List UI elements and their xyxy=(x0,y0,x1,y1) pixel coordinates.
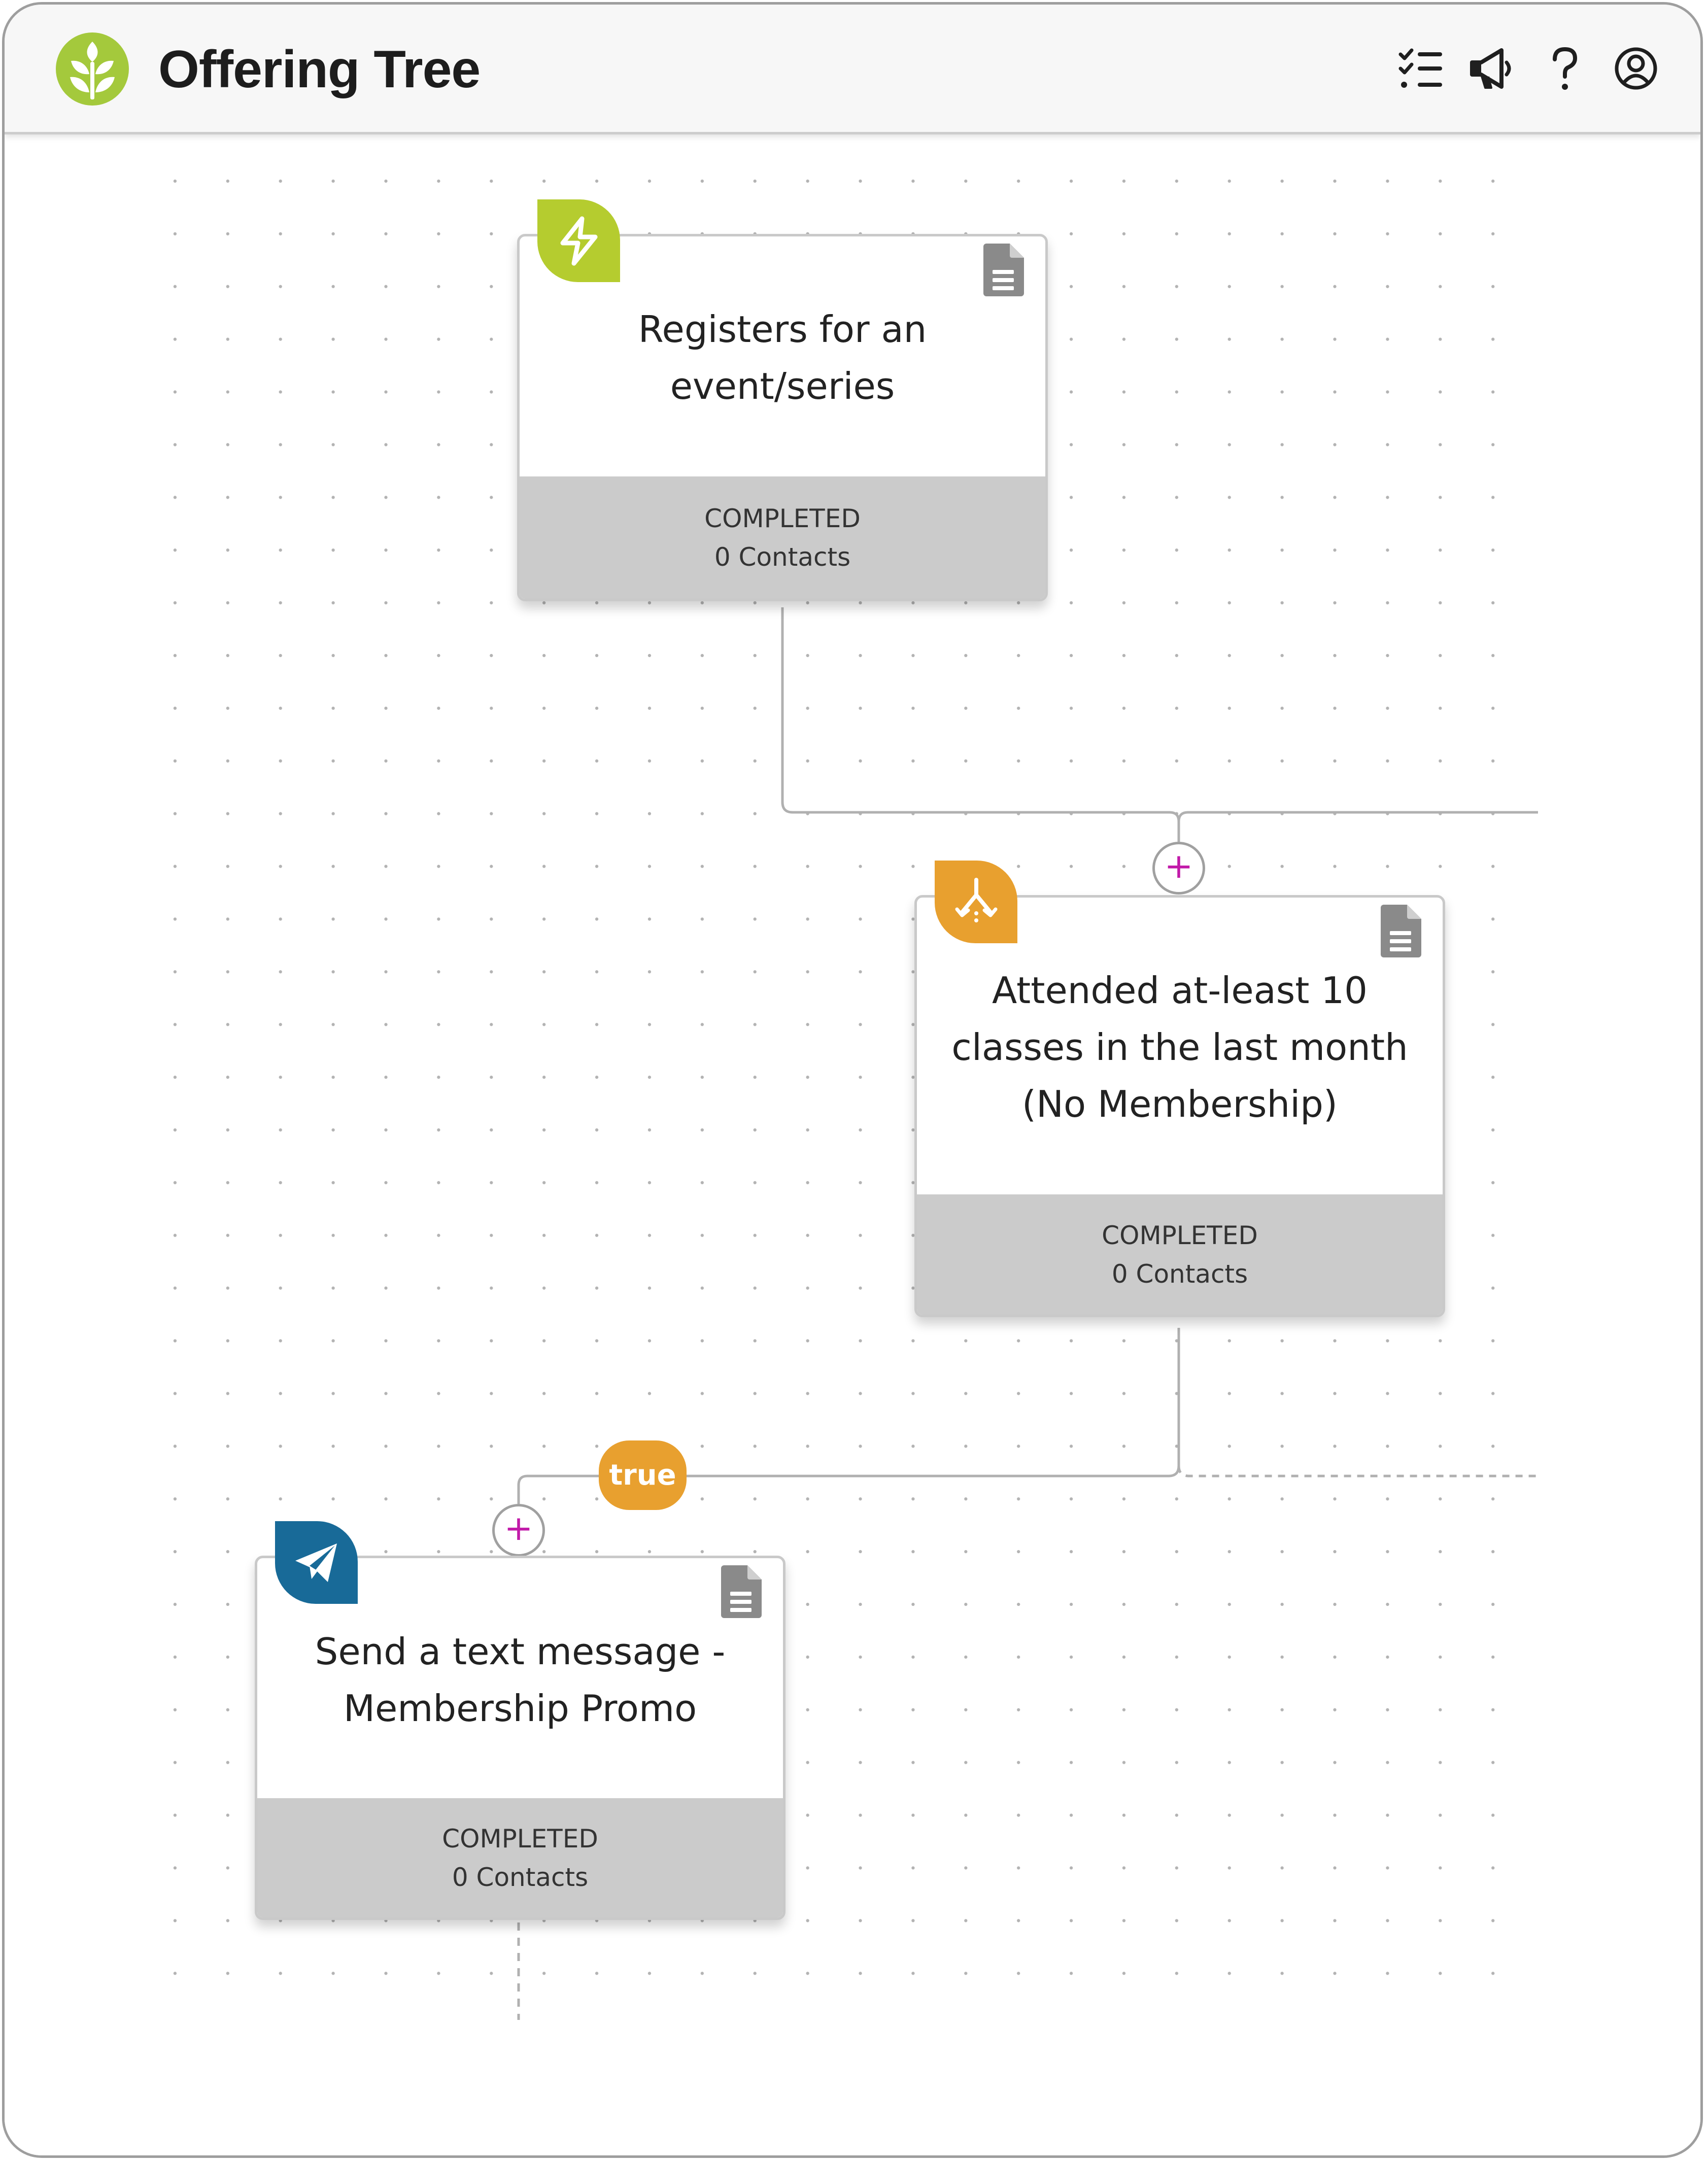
node-body: Send a text message - Membership Promo xyxy=(257,1558,783,1802)
node-footer: COMPLETED 0 Contacts xyxy=(257,1798,783,1917)
plus-icon: + xyxy=(1164,846,1193,886)
trigger-node[interactable]: Registers for an event/series COMPLETED … xyxy=(517,199,1048,601)
action-badge xyxy=(275,1521,358,1604)
add-step-button[interactable]: + xyxy=(492,1504,545,1557)
node-footer: COMPLETED 0 Contacts xyxy=(520,476,1045,599)
node-contact-count: 0 Contacts xyxy=(452,1862,589,1892)
canvas-margin-bottom xyxy=(5,2012,1700,2155)
node-title: Attended at-least 10 classes in the last… xyxy=(951,969,1408,1125)
account-icon[interactable] xyxy=(1612,44,1660,93)
branch-label-true[interactable]: true xyxy=(599,1440,687,1510)
condition-badge xyxy=(935,861,1017,943)
canvas-margin-top xyxy=(5,134,1700,155)
node-status: COMPLETED xyxy=(442,1824,598,1853)
node-contact-count: 0 Contacts xyxy=(1111,1259,1248,1289)
node-body: Attended at-least 10 classes in the last… xyxy=(917,898,1443,1197)
node-status: COMPLETED xyxy=(1102,1220,1258,1250)
connector-line xyxy=(781,607,1180,842)
node-title: Send a text message - Membership Promo xyxy=(315,1630,726,1730)
canvas-margin-left xyxy=(5,134,147,2155)
document-icon[interactable] xyxy=(719,1564,763,1619)
document-icon[interactable] xyxy=(981,243,1025,297)
lightning-icon xyxy=(560,216,597,265)
add-step-button[interactable]: + xyxy=(1152,842,1205,895)
checklist-icon[interactable] xyxy=(1396,44,1445,93)
top-bar: Offering Tree xyxy=(5,5,1700,134)
connector-line-dashed xyxy=(1177,1465,1538,1478)
logo-icon[interactable] xyxy=(56,32,129,106)
node-body: Registers for an event/series xyxy=(520,236,1045,479)
connector-line xyxy=(1177,811,1538,822)
condition-node[interactable]: Attended at-least 10 classes in the last… xyxy=(914,861,1445,1317)
canvas-margin-right xyxy=(1532,134,1700,2155)
help-icon[interactable] xyxy=(1540,44,1588,93)
split-icon xyxy=(955,877,997,922)
node-status: COMPLETED xyxy=(704,503,861,533)
app-title: Offering Tree xyxy=(158,40,481,99)
send-icon xyxy=(295,1543,337,1582)
trigger-badge xyxy=(537,199,620,282)
plus-icon: + xyxy=(504,1508,533,1549)
branch-label-text: true xyxy=(609,1459,676,1492)
megaphone-icon[interactable] xyxy=(1467,44,1516,93)
node-footer: COMPLETED 0 Contacts xyxy=(917,1194,1443,1315)
document-icon[interactable] xyxy=(1379,904,1422,958)
connector-lines xyxy=(517,607,1538,2020)
node-title: Registers for an event/series xyxy=(638,308,927,407)
node-contact-count: 0 Contacts xyxy=(714,542,851,572)
action-node[interactable]: Send a text message - Membership Promo C… xyxy=(255,1521,785,1920)
